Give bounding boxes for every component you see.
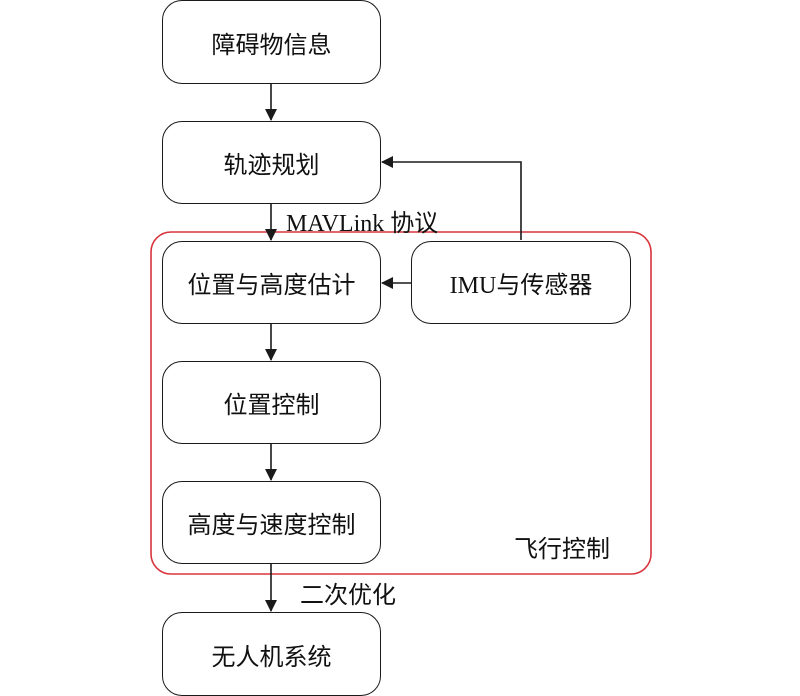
- label-secondary-optimization: 二次优化: [300, 581, 396, 609]
- node-obstacle-info: 障碍物信息: [162, 0, 381, 84]
- node-uav-system: 无人机系统: [162, 612, 381, 696]
- flight-control-group-border: [150, 231, 652, 575]
- node-height-speed-control: 高度与速度控制: [162, 481, 381, 564]
- node-position-height-estimation: 位置与高度估计: [162, 241, 381, 324]
- arrow-imu-to-trajectory: [381, 156, 522, 240]
- node-trajectory-planning: 轨迹规划: [162, 121, 381, 204]
- node-imu-sensors: IMU与传感器: [411, 241, 631, 324]
- label-mavlink-protocol: MAVLink 协议: [286, 211, 439, 237]
- node-position-control: 位置控制: [162, 361, 381, 444]
- label-flight-control: 飞行控制: [514, 535, 610, 563]
